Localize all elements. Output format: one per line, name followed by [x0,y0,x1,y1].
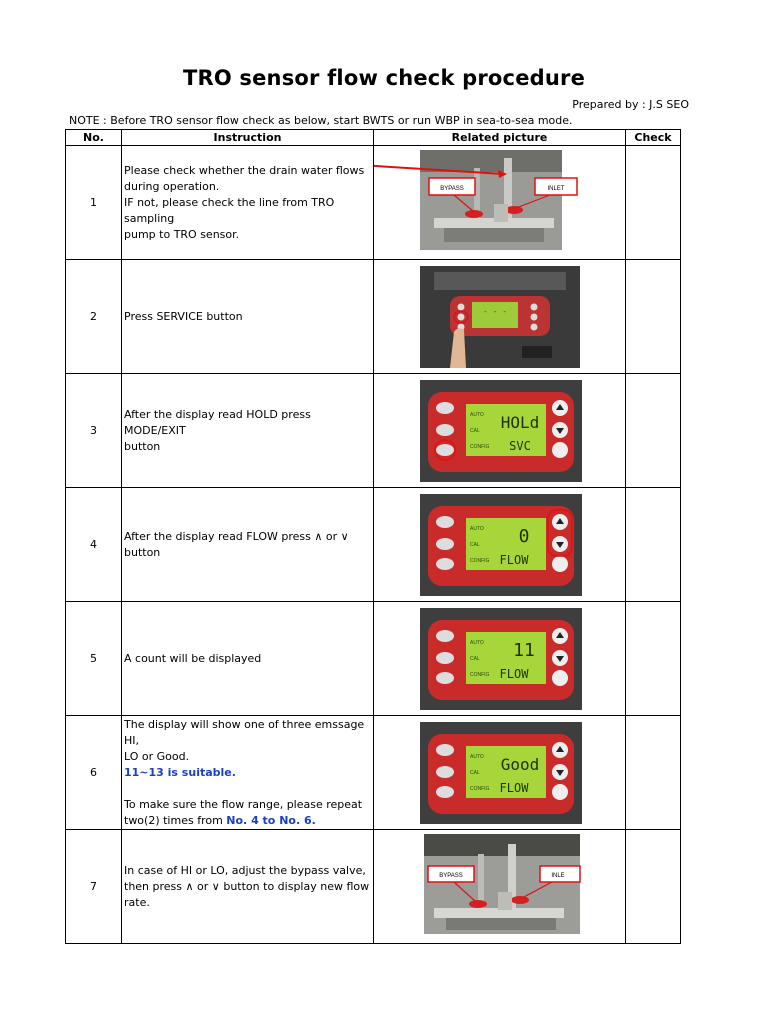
related-picture: BYPASS INLET [373,145,626,260]
row-number: 7 [65,829,122,944]
related-picture: AUTO CAL CONFIG HOLd SVC [373,373,626,488]
instruction-text: In case of HI or LO, adjust the bypass v… [121,829,374,944]
instruction-text: Press SERVICE button [121,259,374,374]
lcd-top: 11 [513,640,535,661]
inlet-label: INLET [547,186,564,192]
svg-text:AUTO: AUTO [470,754,484,760]
instruction-text: Please check whether the drain water flo… [121,145,374,260]
related-picture: AUTO CAL CONFIG 0 FLOW [373,487,626,602]
inlet-label: INLE [551,873,564,879]
svg-text:CONFIG: CONFIG [470,672,490,678]
svg-text:CAL: CAL [470,542,480,548]
prepared-by: Prepared by : J.S SEO [572,98,689,111]
svg-text:CAL: CAL [470,428,480,434]
header-check: Check [625,129,681,146]
table-header: No. Instruction Related picture Check [65,129,681,146]
row-number: 6 [65,715,122,830]
lcd-bottom: FLOW [500,781,530,795]
svg-text:CAL: CAL [470,770,480,776]
check-cell[interactable] [625,715,681,830]
lcd-bottom: SVC [509,439,531,453]
controller-photo: AUTO CAL CONFIG HOLd SVC [420,379,582,482]
check-cell[interactable] [625,145,681,260]
svg-text:CONFIG: CONFIG [470,444,490,450]
row-number: 4 [65,487,122,602]
svg-text:- - -: - - - [483,307,507,316]
row-number: 2 [65,259,122,374]
page-title: TRO sensor flow check procedure [182,66,586,90]
controller-photo: - - - [420,265,580,368]
svg-text:AUTO: AUTO [470,412,484,418]
instruction-text: The display will show one of three emssa… [121,715,374,830]
related-picture: AUTO CAL CONFIG Good FLOW [373,715,626,830]
check-cell[interactable] [625,259,681,374]
procedure-table: No. Instruction Related picture Check 1 … [65,129,681,944]
table-row: 6 The display will show one of three ems… [65,715,681,830]
valve-photo: BYPASS INLE [424,833,581,934]
valve-photo: BYPASS INLET [374,149,578,250]
svg-text:CONFIG: CONFIG [470,786,490,792]
lcd-bottom: FLOW [500,553,530,567]
lcd-bottom: FLOW [500,667,530,681]
controller-photo: AUTO CAL CONFIG Good FLOW [420,721,582,824]
svg-text:CAL: CAL [470,656,480,662]
header-picture: Related picture [373,129,626,146]
table-row: 2 Press SERVICE button - - - [65,259,681,374]
check-cell[interactable] [625,487,681,602]
instruction-text: After the display read HOLD press MODE/E… [121,373,374,488]
table-row: 7 In case of HI or LO, adjust the bypass… [65,829,681,944]
bypass-label: BYPASS [439,873,463,879]
controller-photo: AUTO CAL CONFIG 0 FLOW [420,493,582,596]
bypass-label: BYPASS [440,186,464,192]
check-cell[interactable] [625,601,681,716]
related-picture: - - - [373,259,626,374]
svg-text:AUTO: AUTO [470,640,484,646]
instruction-text: A count will be displayed [121,601,374,716]
related-picture: BYPASS INLE [373,829,626,944]
lcd-top: 0 [519,526,530,547]
lcd-top: Good [501,755,540,774]
row-number: 1 [65,145,122,260]
step-range: No. 4 to No. 6. [226,813,316,827]
instruction-text: After the display read FLOW press ∧ or ∨… [121,487,374,602]
row-number: 5 [65,601,122,716]
check-cell[interactable] [625,373,681,488]
header-no: No. [65,129,122,146]
note: NOTE : Before TRO sensor flow check as b… [69,114,573,127]
lcd-top: HOLd [501,413,540,432]
related-picture: AUTO CAL CONFIG 11 FLOW [373,601,626,716]
table-row: 3 After the display read HOLD press MODE… [65,373,681,488]
controller-photo: AUTO CAL CONFIG 11 FLOW [420,607,582,710]
table-row: 1 Please check whether the drain water f… [65,145,681,260]
check-cell[interactable] [625,829,681,944]
svg-text:AUTO: AUTO [470,526,484,532]
svg-text:CONFIG: CONFIG [470,558,490,564]
suitable-range: 11~13 is suitable. [124,765,236,779]
row-number: 3 [65,373,122,488]
table-row: 4 After the display read FLOW press ∧ or… [65,487,681,602]
table-row: 5 A count will be displayed AUTO CAL CON… [65,601,681,716]
header-instruction: Instruction [121,129,374,146]
